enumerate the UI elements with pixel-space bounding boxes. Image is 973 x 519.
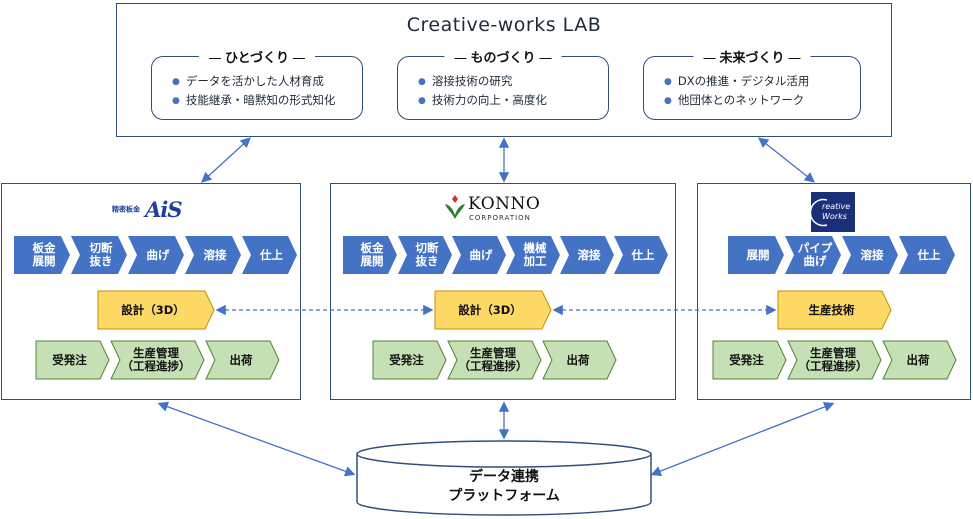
management-chevron-shape bbox=[110, 340, 205, 380]
lab-section-hitozukuri: ひとづくり データを活かした人材育成 技能継承・暗黙知の形式知化 bbox=[151, 47, 363, 120]
design-chevron-shape bbox=[97, 290, 215, 330]
link-arrow bbox=[201, 137, 251, 183]
management-chevron-shape bbox=[712, 340, 787, 380]
design-step: 設計（3D） bbox=[121, 302, 185, 317]
process-step: 板金 展開 bbox=[14, 236, 70, 274]
list-item: 溶接技術の研究 bbox=[418, 73, 547, 92]
management-chevron-shape bbox=[882, 340, 957, 380]
process-step: 曲げ bbox=[452, 236, 506, 274]
creative-works-logo: reative Works bbox=[811, 192, 855, 232]
process-step: 切断 抜き bbox=[398, 236, 452, 274]
list-item: DXの推進・デジタル活用 bbox=[664, 73, 810, 92]
lab-section-miraizukuri: 未来づくり DXの推進・デジタル活用 他団体とのネットワーク bbox=[643, 47, 861, 120]
platform-label: データ連携 プラットフォーム bbox=[448, 469, 560, 504]
konno-logo-sub: CORPORATION bbox=[469, 214, 531, 222]
process-step: 機械 加工 bbox=[506, 236, 560, 274]
lab-section-title: ものづくり bbox=[444, 47, 562, 66]
lab-section-list: 溶接技術の研究 技術力の向上・高度化 bbox=[418, 73, 547, 111]
management-step: 生産管理 （工程進捗） bbox=[458, 346, 528, 373]
management-step: 受発注 bbox=[729, 352, 764, 367]
management-step: 受発注 bbox=[389, 352, 424, 367]
process-step: 溶接 bbox=[842, 236, 898, 274]
creative-works-logo-mark: reative Works bbox=[822, 202, 851, 221]
platform-cylinder bbox=[356, 454, 652, 516]
process-step: パイプ 曲げ bbox=[785, 236, 841, 274]
ais-logo: 精密板金 AiS bbox=[112, 197, 183, 222]
process-step: 展開 bbox=[728, 236, 784, 274]
link-arrow bbox=[650, 401, 835, 477]
list-item: 技術力の向上・高度化 bbox=[418, 92, 547, 111]
management-step: 生産管理 （工程進捗） bbox=[798, 346, 868, 373]
design-chevron-shape bbox=[434, 290, 552, 330]
lab-section-title: ひとづくり bbox=[198, 47, 316, 66]
process-step: 曲げ bbox=[128, 236, 184, 274]
lab-section-title: 未来づくり bbox=[693, 47, 811, 66]
list-item: 他団体とのネットワーク bbox=[664, 92, 809, 111]
management-chevron-shape bbox=[447, 340, 542, 380]
management-chevron-shape bbox=[205, 340, 280, 380]
creative-works-lab-box: Creative-works LAB ひとづくり データを活かした人材育成 技能… bbox=[116, 3, 892, 137]
management-step: 出荷 bbox=[566, 352, 590, 367]
production-engineering-step: 生産技術 bbox=[808, 302, 855, 317]
link-arrow bbox=[757, 137, 816, 183]
lab-section-list: DXの推進・デジタル活用 他団体とのネットワーク bbox=[664, 73, 810, 111]
management-chevron-shape bbox=[787, 340, 882, 380]
process-step: 切断 抜き bbox=[71, 236, 127, 274]
process-step: 溶接 bbox=[560, 236, 614, 274]
management-step: 出荷 bbox=[906, 352, 930, 367]
design-chevron-shape bbox=[777, 290, 892, 330]
link-arrow bbox=[157, 401, 356, 477]
konno-leaf-icon bbox=[445, 195, 465, 219]
management-chevron-shape bbox=[542, 340, 617, 380]
creative-works-c-icon bbox=[811, 198, 828, 227]
ais-logo-mark: AiS bbox=[145, 197, 182, 222]
process-step: 板金 展開 bbox=[343, 236, 397, 274]
management-step: 生産管理 （工程進捗） bbox=[121, 346, 191, 373]
konno-logo-mark: KONNO bbox=[468, 194, 541, 214]
management-step: 出荷 bbox=[229, 352, 253, 367]
ais-logo-text: 精密板金 bbox=[112, 205, 140, 214]
lab-title: Creative-works LAB bbox=[406, 14, 602, 36]
konno-logo: KONNO CORPORATION bbox=[444, 193, 554, 225]
platform-cylinder-top bbox=[356, 440, 652, 468]
lab-section-list: データを活かした人材育成 技能継承・暗黙知の形式知化 bbox=[172, 73, 336, 111]
design-step: 設計（3D） bbox=[458, 302, 522, 317]
process-step: 仕上 bbox=[614, 236, 668, 274]
management-chevron-shape bbox=[35, 340, 110, 380]
list-item: データを活かした人材育成 bbox=[172, 73, 335, 92]
management-chevron-shape bbox=[372, 340, 447, 380]
list-item: 技能継承・暗黙知の形式知化 bbox=[172, 92, 336, 111]
management-step: 受発注 bbox=[52, 352, 87, 367]
process-step: 溶接 bbox=[185, 236, 241, 274]
process-step: 仕上 bbox=[899, 236, 955, 274]
process-step: 仕上 bbox=[242, 236, 297, 274]
lab-section-monozukuri: ものづくり 溶接技術の研究 技術力の向上・高度化 bbox=[397, 47, 609, 120]
